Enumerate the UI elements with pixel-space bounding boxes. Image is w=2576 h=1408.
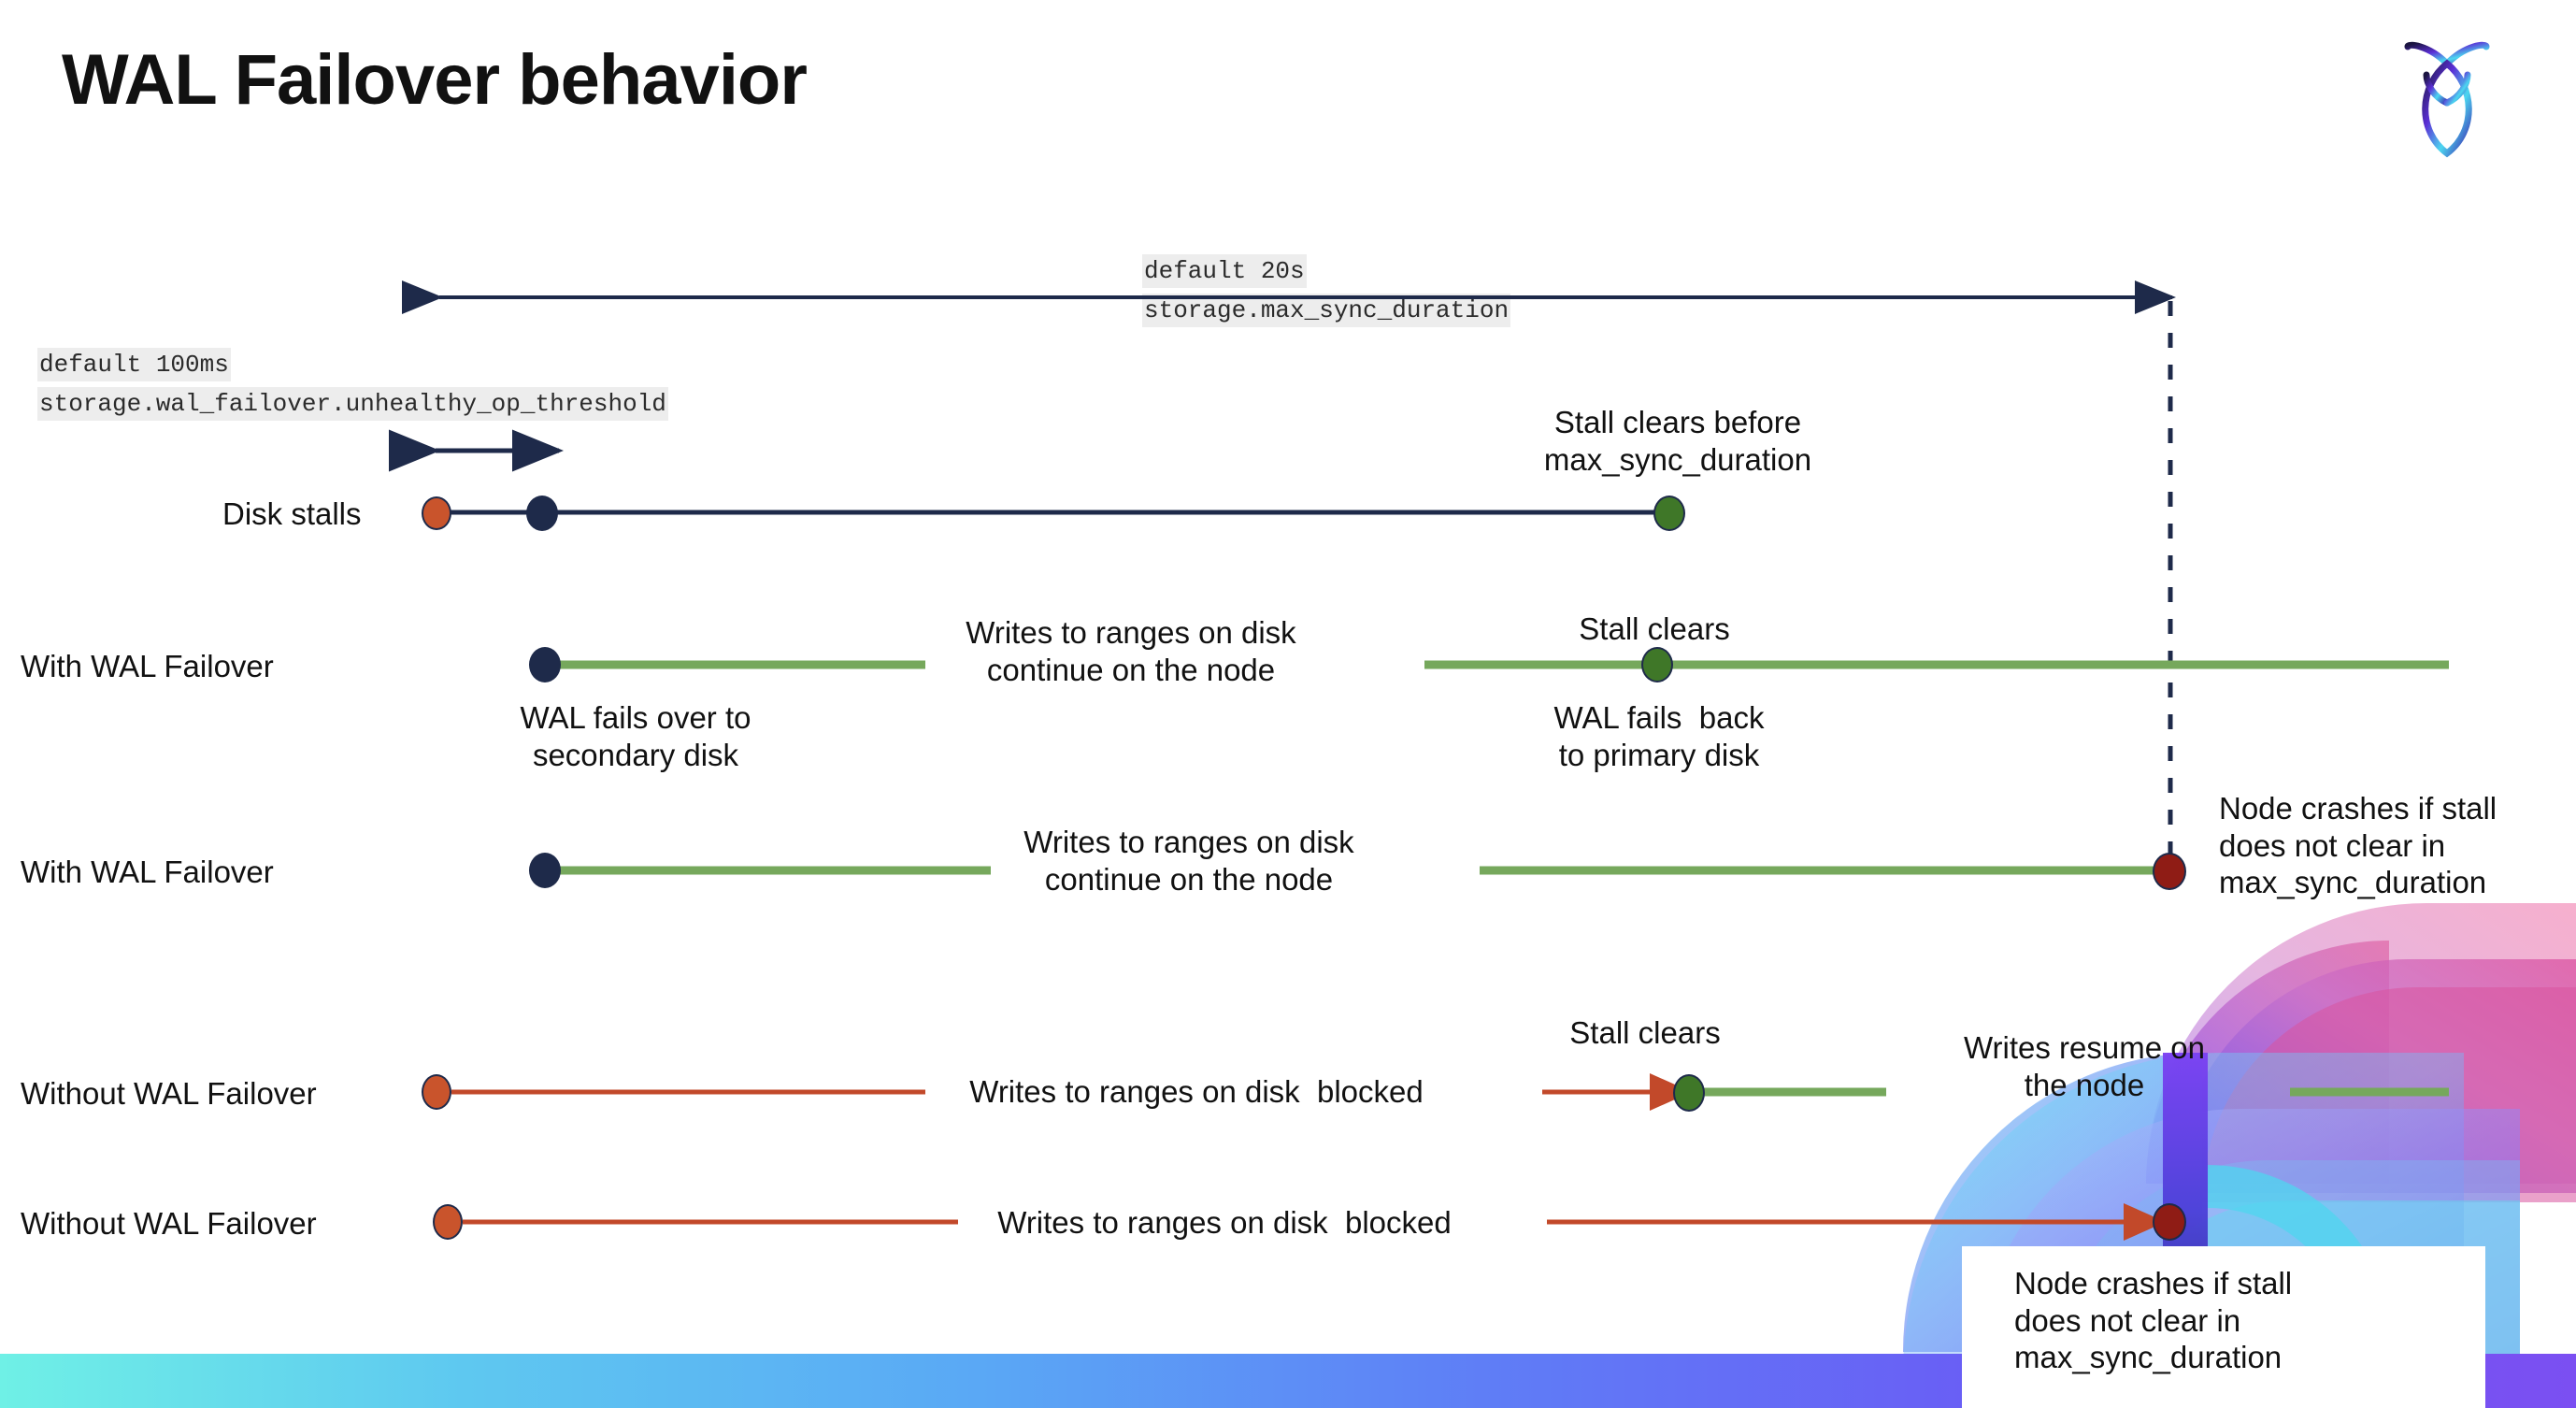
page-title: WAL Failover behavior bbox=[62, 40, 808, 120]
note-stall-clears-before-max-sync: Stall clears before max_sync_duration bbox=[1543, 405, 1812, 477]
unhealthy-threshold-dot bbox=[526, 496, 558, 531]
note-wal-fails-back-primary: WAL fails back to primary disk bbox=[1553, 700, 1765, 772]
row-label-without-wal-failover-2: Without WAL Failover bbox=[21, 1206, 317, 1241]
note-writes-blocked-row5: Writes to ranges on disk blocked bbox=[997, 1205, 1452, 1240]
note-node-crashes-row3: Node crashes if stall does not clear in … bbox=[2219, 791, 2497, 900]
note-writes-continue-row3: Writes to ranges on disk continue on the… bbox=[1023, 825, 1354, 897]
cockroachdb-logo bbox=[2391, 30, 2503, 161]
row-label-with-wal-failover-1: With WAL Failover bbox=[21, 649, 274, 683]
node-crash-dot-row5 bbox=[2153, 1203, 2186, 1241]
row-label-disk-stalls: Disk stalls bbox=[222, 496, 362, 531]
row-label-without-wal-failover-1: Without WAL Failover bbox=[21, 1076, 317, 1111]
wal-failover-start-dot bbox=[529, 647, 561, 682]
note-writes-resume: Writes resume on the node bbox=[1964, 1030, 2205, 1102]
node-crash-callout-box bbox=[1962, 1246, 2485, 1408]
note-node-crashes-row5: Node crashes if stall does not clear in … bbox=[2014, 1266, 2293, 1375]
without-failover-1-start-dot bbox=[422, 1074, 451, 1110]
note-writes-blocked-row4: Writes to ranges on disk blocked bbox=[969, 1074, 1424, 1109]
node-crash-dot-row3 bbox=[2153, 853, 2186, 890]
wal-failover-2-start-dot bbox=[529, 853, 561, 888]
disk-stall-start-dot bbox=[422, 496, 451, 530]
note-stall-clears-row2: Stall clears bbox=[1579, 611, 1730, 646]
wal-failover-clear-dot bbox=[1641, 647, 1673, 682]
row-label-with-wal-failover-2: With WAL Failover bbox=[21, 855, 274, 889]
note-writes-continue-row2: Writes to ranges on disk continue on the… bbox=[966, 615, 1296, 687]
without-failover-2-start-dot bbox=[433, 1204, 463, 1240]
unhealthy-op-setting-chip: storage.wal_failover.unhealthy_op_thresh… bbox=[37, 387, 668, 422]
disk-stall-clear-dot bbox=[1653, 496, 1685, 531]
unhealthy-op-default-chip: default 100ms bbox=[37, 348, 231, 382]
note-wal-fails-over-secondary: WAL fails over to secondary disk bbox=[520, 700, 751, 772]
without-failover-1-clear-dot bbox=[1673, 1074, 1705, 1112]
note-stall-clears-row4: Stall clears bbox=[1569, 1015, 1721, 1050]
